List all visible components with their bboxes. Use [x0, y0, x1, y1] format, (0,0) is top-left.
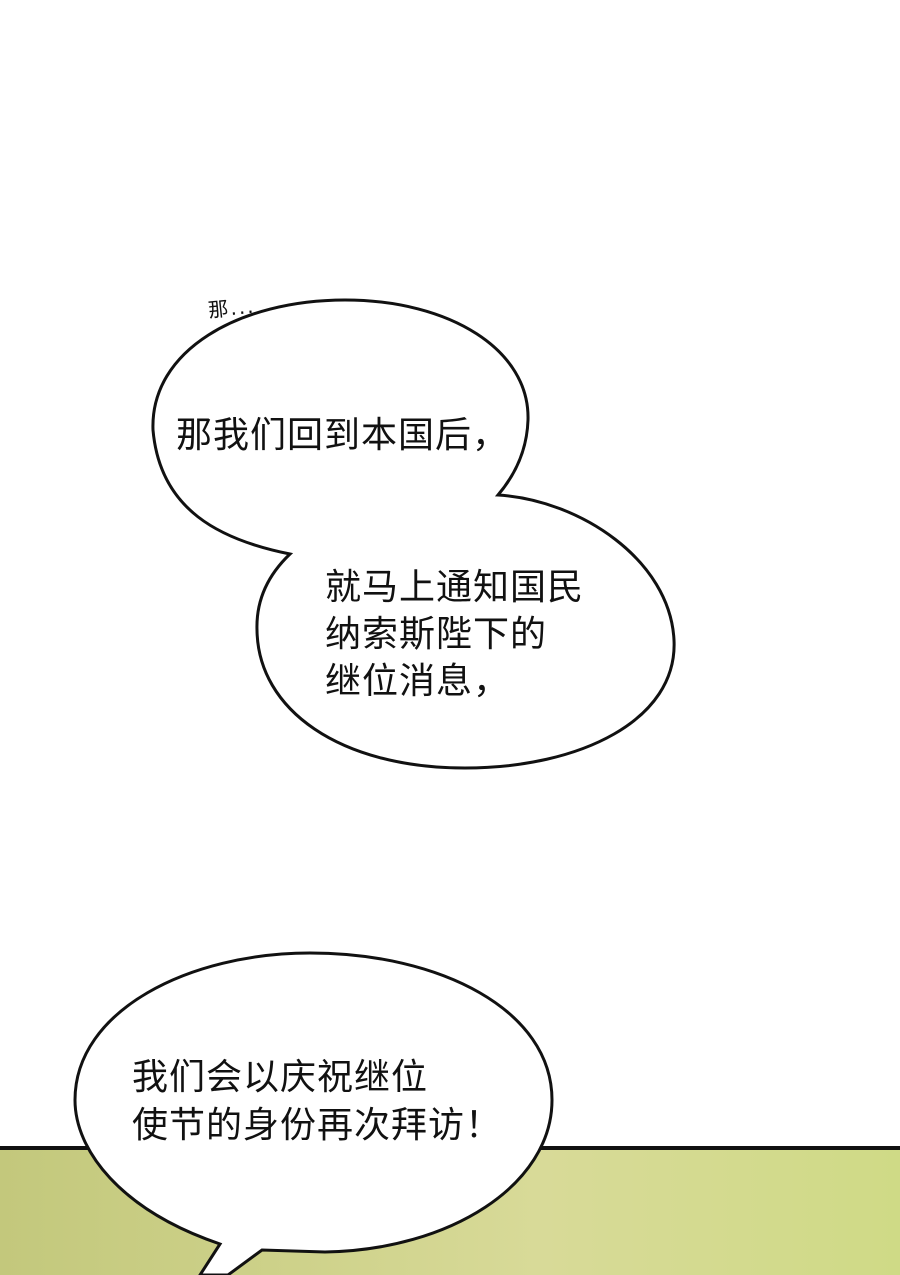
bubble-1-text: 那我们回到本国后，	[176, 415, 510, 456]
whisper-text: 那...	[207, 293, 257, 323]
speech-bubble-lower	[73, 951, 554, 1275]
bubble-2-line-2: 纳索斯陛下的	[325, 614, 548, 655]
bubble-3-line-1: 我们会以庆祝继位	[132, 1057, 429, 1098]
bubble-2-line-1: 就马上通知国民	[325, 567, 585, 608]
speech-bubble-upper	[151, 298, 676, 770]
bubble-3-line-2: 使节的身份再次拜访！	[132, 1105, 503, 1146]
bubble-2-line-3: 继位消息，	[325, 661, 511, 702]
